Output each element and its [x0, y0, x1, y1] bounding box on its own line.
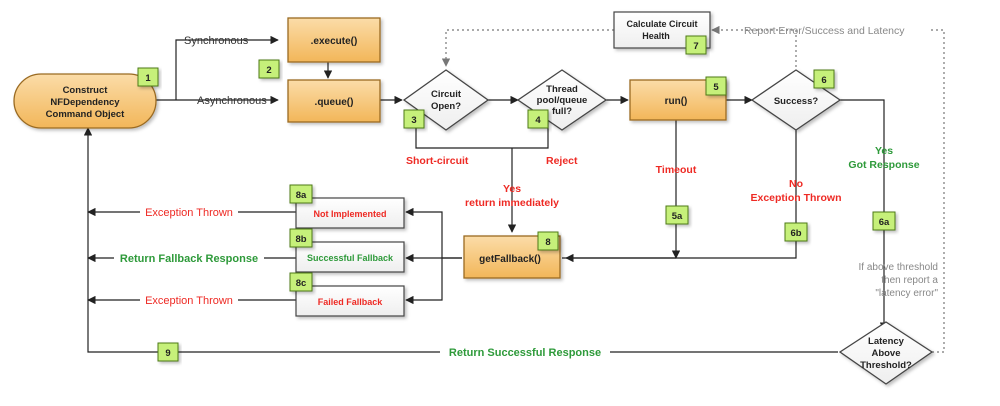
latency-line2: Above [871, 348, 900, 359]
badge-8b: 8b [289, 228, 313, 248]
short-circuit-label: Short-circuit [406, 155, 469, 167]
not-implemented-label: Not Implemented [313, 209, 386, 219]
calc-health-line2: Health [642, 31, 670, 41]
badge-5a: 5a [665, 205, 689, 225]
svg-text:8b: 8b [295, 234, 306, 245]
edge-report-success [711, 25, 797, 72]
svg-text:7: 7 [693, 41, 698, 52]
failed-fallback-node[interactable]: Failed Fallback [295, 285, 405, 317]
badge-4: 4 [527, 109, 549, 129]
timeout-label: Timeout [656, 164, 697, 176]
yes-return-line1: Yes [503, 183, 521, 195]
return-success-label: Return Successful Response [449, 347, 601, 359]
exception-thrown-a-group: Exception Thrown [140, 204, 238, 219]
edge-health-circuit [441, 29, 614, 67]
latency-line3: Threshold? [860, 360, 912, 371]
calc-health-line1: Calculate Circuit [626, 19, 697, 29]
svg-text:2: 2 [266, 65, 271, 76]
edge-short-circuit [415, 120, 512, 149]
run-label: run() [665, 96, 688, 107]
badge-8: 8 [537, 231, 559, 251]
successful-fallback-node[interactable]: Successful Fallback [295, 241, 405, 273]
edge-got-response [838, 99, 889, 331]
svg-text:8: 8 [545, 237, 550, 248]
success-label: Success? [774, 96, 819, 107]
construct-line1: Construct [63, 85, 109, 96]
svg-text:6: 6 [821, 75, 826, 86]
badge-2: 2 [258, 59, 280, 79]
construct-line3: Command Object [46, 109, 125, 120]
asynchronous-label: Asynchronous [197, 95, 267, 107]
report-paths [441, 25, 945, 353]
queue-label: .queue() [315, 97, 354, 108]
execute-node[interactable]: .execute() [287, 17, 381, 63]
threshold-line1: If above threshold [859, 262, 939, 273]
edge-reject [512, 120, 549, 149]
circuit-open-line1: Circuit [431, 89, 462, 100]
svg-text:9: 9 [165, 348, 170, 359]
latency-line1: Latency [868, 336, 905, 347]
badge-8c: 8c [289, 272, 313, 292]
latency-diamond[interactable]: Latency Above Threshold? [838, 321, 934, 385]
return-fallback-group: Return Fallback Response [114, 250, 264, 265]
edge-report-latency [928, 29, 945, 353]
badge-6a: 6a [872, 211, 896, 231]
edge-fallback-failed [405, 258, 443, 305]
svg-text:8a: 8a [296, 190, 307, 201]
svg-text:4: 4 [535, 115, 541, 126]
thread-pool-line1: Thread [546, 84, 578, 95]
badge-1: 1 [137, 67, 159, 87]
threshold-line2: then report a [881, 275, 938, 286]
execute-label: .execute() [311, 36, 358, 47]
svg-text:6b: 6b [790, 228, 801, 239]
edge-exception [565, 130, 797, 263]
svg-text:3: 3 [411, 115, 416, 126]
yes-got-line2: Got Response [848, 159, 919, 171]
synchronous-label: Synchronous [184, 35, 249, 47]
badge-9: 9 [157, 342, 179, 362]
thread-pool-line2: pool/queue [537, 95, 588, 106]
failed-fallback-label: Failed Fallback [318, 297, 384, 307]
yes-got-line1: Yes [875, 145, 893, 157]
no-exception-line1: No [789, 178, 803, 190]
svg-text:5: 5 [713, 82, 719, 93]
return-success-group: Return Successful Response [440, 344, 610, 359]
return-fallback-label: Return Fallback Response [120, 253, 258, 265]
calc-health-node[interactable]: Calculate Circuit Health [613, 11, 711, 49]
badge-6b: 6b [784, 222, 808, 242]
circuit-open-diamond[interactable]: Circuit Open? [402, 69, 490, 131]
exception-thrown-c-group: Exception Thrown [140, 292, 238, 307]
badge-6: 6 [813, 69, 835, 89]
get-fallback-label: getFallback() [479, 254, 541, 265]
exception-thrown-a-label: Exception Thrown [145, 207, 233, 219]
badge-5: 5 [705, 76, 727, 96]
report-label: Report Error/Success and Latency [744, 25, 905, 37]
thread-pool-line3: full? [552, 106, 572, 117]
badge-3: 3 [403, 109, 425, 129]
svg-text:6a: 6a [879, 217, 890, 228]
reject-label: Reject [546, 155, 578, 167]
badge-7: 7 [685, 35, 707, 55]
successful-fallback-label: Successful Fallback [307, 253, 394, 263]
svg-text:1: 1 [145, 73, 151, 84]
construct-line2: NFDependency [50, 97, 120, 108]
edge-fallback-bracket [405, 207, 462, 259]
threshold-line3: "latency error" [875, 288, 938, 299]
no-exception-line2: Exception Thrown [750, 192, 841, 204]
construct-node[interactable]: Construct NFDependency Command Object [13, 73, 157, 129]
yes-return-line2: return immediately [465, 197, 559, 209]
svg-text:5a: 5a [672, 211, 683, 222]
exception-thrown-c-label: Exception Thrown [145, 295, 233, 307]
edge-sync [175, 35, 279, 100]
circuit-open-line2: Open? [431, 101, 461, 112]
not-implemented-node[interactable]: Not Implemented [295, 197, 405, 229]
queue-node[interactable]: .queue() [287, 79, 381, 123]
badge-8a: 8a [289, 184, 313, 204]
svg-text:8c: 8c [296, 278, 307, 289]
